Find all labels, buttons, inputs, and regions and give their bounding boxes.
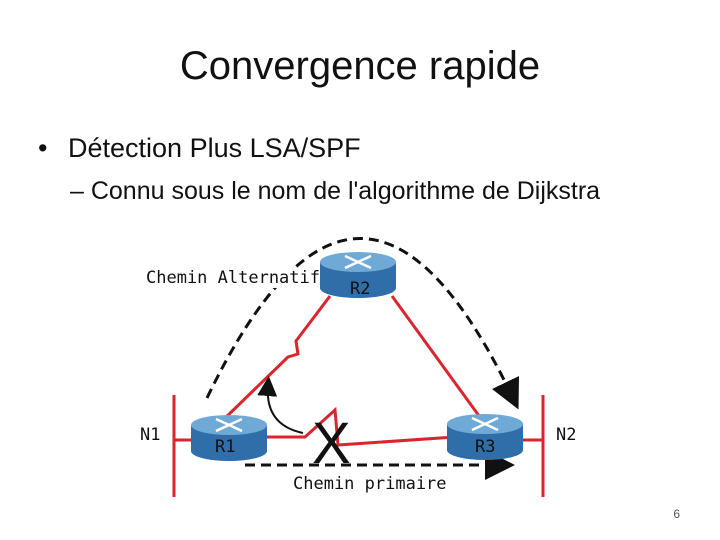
reroute-arrow — [257, 376, 304, 434]
bullet-text: Détection Plus LSA/SPF — [68, 133, 361, 163]
sub-bullet-text: – Connu sous le nom de l'algorithme de D… — [70, 177, 601, 205]
router-r3-icon — [447, 414, 523, 460]
router-r2-icon — [320, 252, 396, 298]
router-label-r2: R2 — [350, 279, 371, 299]
router-label-r3: R3 — [475, 437, 496, 457]
failure-mark: X — [312, 411, 351, 476]
bullet-dot-icon: • — [38, 133, 48, 163]
page-number: 6 — [673, 507, 680, 521]
alternate-path-label: Chemin Alternatif — [146, 268, 320, 288]
router-label-r1: R1 — [215, 437, 236, 457]
link-r1-r3 — [258, 406, 456, 447]
link-r1-r2 — [220, 295, 332, 423]
alternate-path-arrow — [205, 237, 520, 410]
slide-title: Convergence rapide — [179, 44, 541, 88]
network-label-n1: N1 — [140, 425, 161, 445]
router-r1-icon — [191, 415, 267, 461]
primary-path-label: Chemin primaire — [293, 474, 447, 494]
network-label-n2: N2 — [556, 425, 577, 445]
link-r2-r3 — [390, 295, 484, 421]
bullet-item: • Détection Plus LSA/SPF — [38, 133, 361, 164]
